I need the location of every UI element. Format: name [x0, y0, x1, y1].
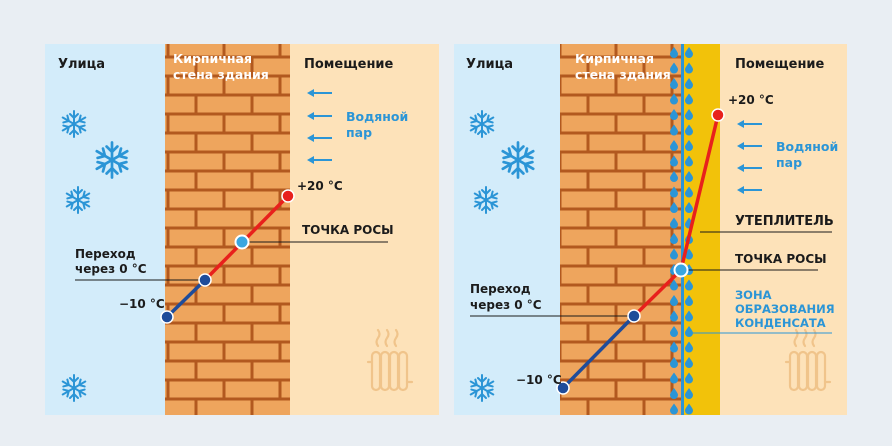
right-temp-hot-label: +20 °C — [728, 93, 774, 107]
right-warm-temperature-line-insulation — [679, 114, 720, 271]
left-cold-point — [160, 310, 174, 324]
left-dew-point-label: ТОЧКА РОСЫ — [302, 223, 394, 237]
left-room-zone — [290, 44, 439, 415]
right-vapor-barrier — [681, 44, 684, 415]
right-cold-point — [556, 381, 570, 395]
right-transition-label-line2: через 0 °С — [470, 298, 542, 312]
left-street-zone — [45, 44, 165, 415]
right-temp-cold-label: −10 °C — [516, 373, 562, 387]
right-transition-label-line1: Переход — [470, 282, 531, 296]
right-dew-point-marker — [673, 262, 689, 278]
right-vapor-label-line1: Водяной — [776, 139, 838, 154]
left-transition-label-line1: Переход — [75, 247, 136, 261]
right-cold-temperature-line — [561, 314, 636, 390]
left-transition-label-line2: через 0 °С — [75, 262, 147, 276]
right-condensate-label-line1: ЗОНА — [735, 288, 772, 302]
right-wall-label-line2: стена здания — [575, 67, 671, 82]
right-vapor-label-line2: пар — [776, 155, 802, 170]
right-street-label: Улица — [466, 57, 513, 72]
right-insulation-label: УТЕПЛИТЕЛЬ — [735, 214, 834, 229]
left-panel: Улица Кирпичная стена здания Помещение В… — [45, 44, 439, 415]
right-panel: Улица Кирпичная стена здания Помещение В… — [454, 44, 847, 415]
right-condensate-label-line3: КОНДЕНСАТА — [735, 316, 826, 330]
left-room-label: Помещение — [304, 57, 394, 72]
left-dew-point-marker — [234, 234, 250, 250]
left-cold-temperature-line — [165, 278, 207, 319]
left-temp-cold-label: −10 °C — [119, 297, 165, 311]
left-vapor-label-line2: пар — [346, 125, 372, 140]
right-room-label: Помещение — [735, 57, 825, 72]
left-vapor-label-line1: Водяной — [346, 109, 408, 124]
left-wall-label-line2: стена здания — [173, 67, 269, 82]
right-hot-point — [711, 108, 725, 122]
left-temp-hot-label: +20 °C — [297, 179, 343, 193]
left-wall-label-line1: Кирпичная — [173, 51, 252, 66]
left-brick-wall — [165, 44, 290, 415]
right-room-zone — [720, 44, 847, 415]
right-brick-wall — [560, 44, 681, 415]
right-dew-point-label: ТОЧКА РОСЫ — [735, 252, 827, 266]
right-transition-point — [627, 309, 641, 323]
right-warm-temperature-line-wall — [632, 268, 683, 318]
right-condensate-label-line2: ОБРАЗОВАНИЯ — [735, 302, 835, 316]
right-street-zone — [454, 44, 560, 415]
left-street-label: Улица — [58, 57, 105, 72]
left-transition-point — [198, 273, 212, 287]
left-hot-point — [281, 189, 295, 203]
right-wall-label-line1: Кирпичная — [575, 51, 654, 66]
